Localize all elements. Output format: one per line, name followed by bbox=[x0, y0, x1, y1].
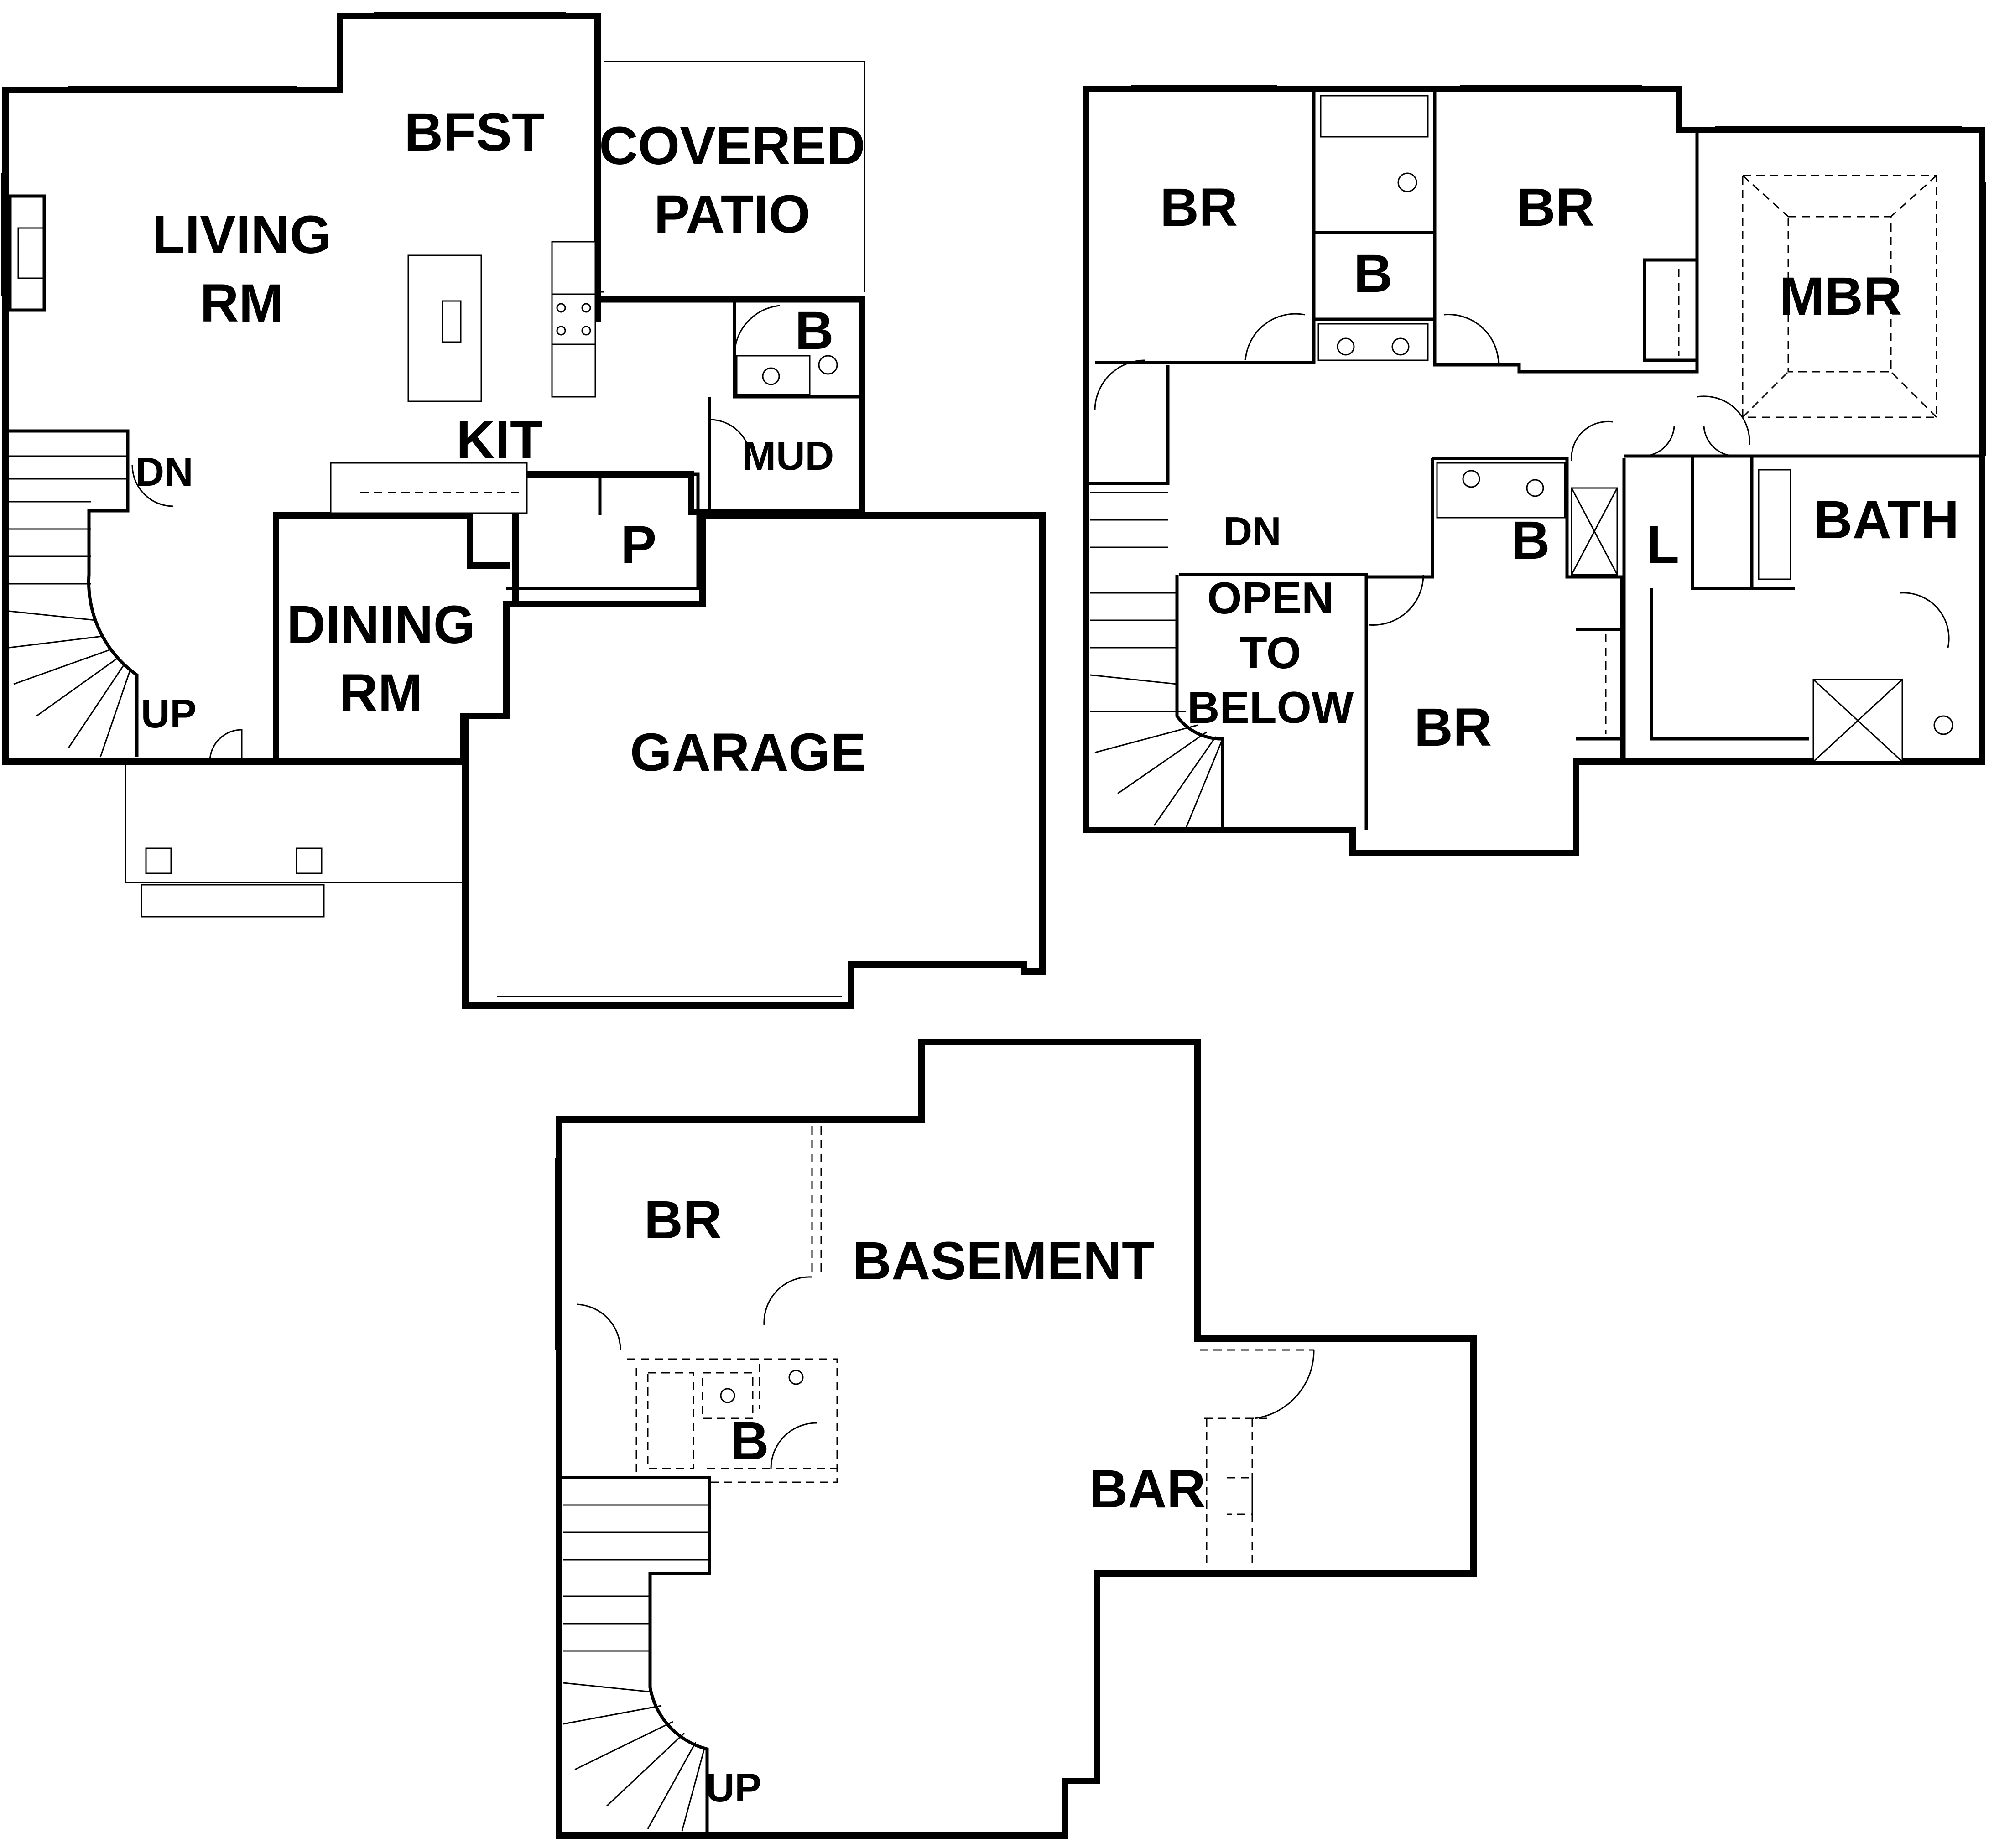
label-basement: BASEMENT bbox=[853, 1231, 1155, 1291]
label-open-3: BELOW bbox=[1187, 682, 1354, 732]
label-covered-patio-2: PATIO bbox=[654, 184, 810, 244]
label-upper-br-s: BR bbox=[1414, 697, 1492, 758]
label-dining-1: DINING bbox=[287, 595, 475, 655]
label-basement-br: BR bbox=[644, 1190, 722, 1250]
label-living-2: RM bbox=[200, 273, 284, 333]
label-upper-bath-n: B bbox=[1354, 244, 1392, 304]
label-basement-up: UP bbox=[706, 1765, 761, 1810]
label-open-1: OPEN bbox=[1207, 573, 1334, 623]
label-upper-dn: DN bbox=[1223, 509, 1281, 554]
label-kit: KIT bbox=[456, 410, 543, 470]
label-dining-2: RM bbox=[339, 663, 423, 723]
label-mud: MUD bbox=[743, 433, 834, 478]
room-labels: BFST COVERED PATIO LIVING RM B DN KIT MU… bbox=[135, 102, 1959, 1810]
label-pantry: P bbox=[621, 515, 657, 575]
label-upper-br-n: BR bbox=[1517, 177, 1594, 238]
label-main-up: UP bbox=[141, 691, 197, 736]
label-upper-bath-mid: B bbox=[1511, 510, 1550, 571]
basement-plan bbox=[555, 1039, 1477, 1839]
label-bfst: BFST bbox=[404, 102, 545, 162]
upper-floor-plan bbox=[1083, 85, 1986, 856]
label-upper-mbr: MBR bbox=[1780, 266, 1902, 327]
label-main-dn: DN bbox=[135, 449, 193, 494]
label-garage: GARAGE bbox=[630, 722, 866, 783]
label-upper-master-bath: BATH bbox=[1814, 490, 1959, 550]
label-upper-laundry: L bbox=[1646, 515, 1679, 575]
label-main-bath: B bbox=[795, 301, 833, 361]
label-open-2: TO bbox=[1240, 628, 1301, 678]
label-living-1: LIVING bbox=[152, 205, 331, 265]
label-bar: BAR bbox=[1089, 1459, 1206, 1519]
label-covered-patio-1: COVERED bbox=[599, 116, 865, 176]
main-floor-plan bbox=[1, 12, 1046, 1009]
label-basement-bath: B bbox=[730, 1411, 769, 1471]
label-upper-br-nw: BR bbox=[1160, 177, 1238, 238]
